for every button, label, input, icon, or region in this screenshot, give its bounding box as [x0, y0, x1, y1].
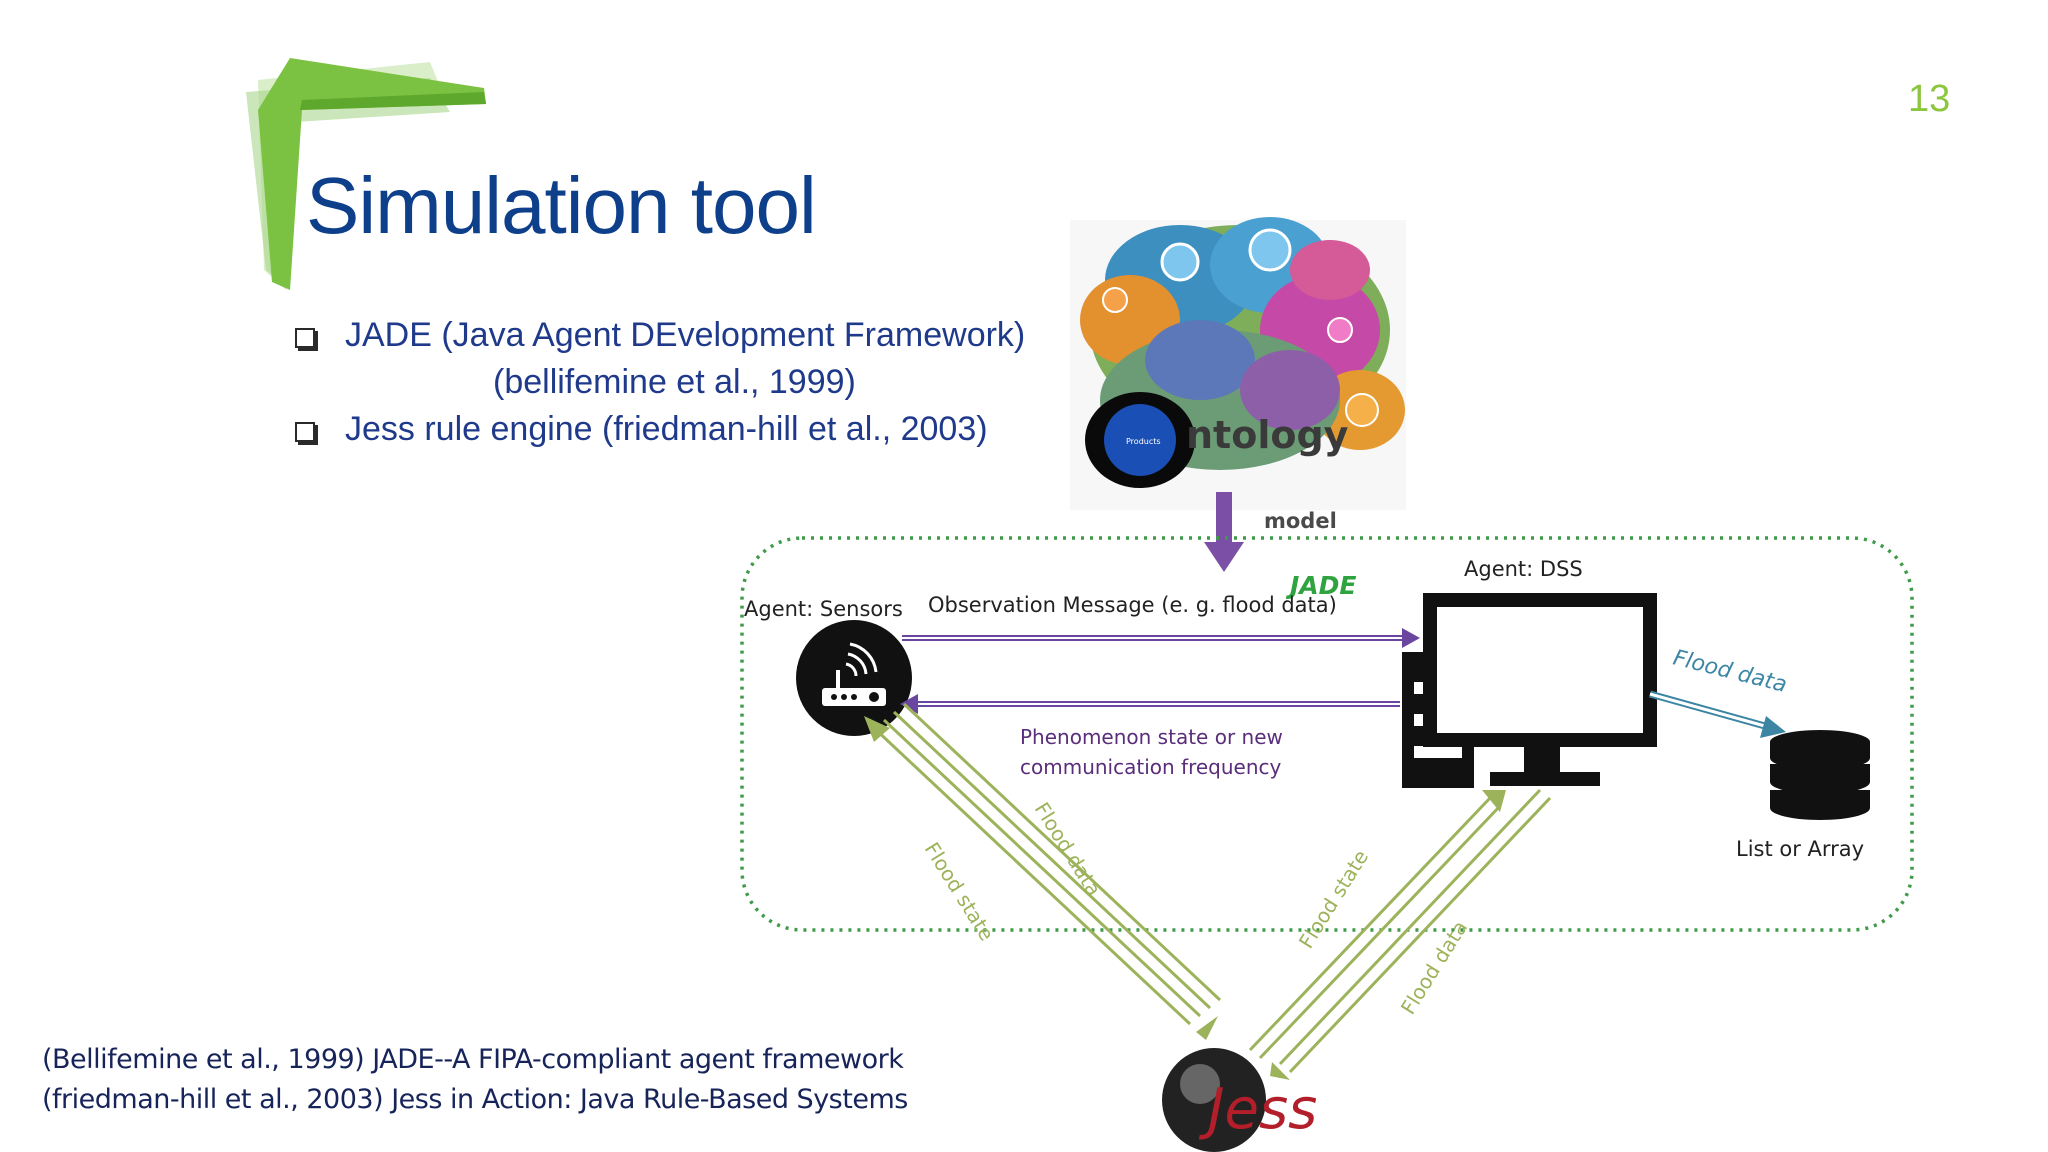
bullet-item-jade: JADE (Java Agent DEvelopment Framework)	[292, 312, 1082, 359]
jess-logo-text: Jess	[1198, 1077, 1317, 1142]
agent-sensors-label: Agent: Sensors	[744, 597, 903, 621]
agent-dss-label: Agent: DSS	[1464, 557, 1583, 581]
sensor-router-icon	[796, 620, 912, 736]
bullet-continuation: (bellifemine et al., 1999)	[292, 359, 1082, 406]
slide-title: Simulation tool	[306, 161, 817, 250]
bullet-list: JADE (Java Agent DEvelopment Framework) …	[292, 312, 1082, 453]
reference-item: (Bellifemine et al., 1999) JADE--A FIPA-…	[42, 1044, 904, 1075]
ontology-label: ntology	[1186, 413, 1349, 457]
reference-item: (friedman-hill et al., 2003) Jess in Act…	[42, 1084, 908, 1115]
model-label: model	[1264, 509, 1337, 533]
phenomenon-label-line2: communication frequency	[1020, 755, 1282, 779]
checkbox-bullet-icon	[295, 422, 315, 442]
dss-jess-arrows	[1248, 788, 1552, 1074]
jess-logo: Jess	[1162, 1048, 1317, 1152]
jade-label: JADE	[1285, 571, 1356, 600]
storage-label: List or Array	[1736, 837, 1864, 861]
dss-jess-flood-state-label: Flood state	[1294, 846, 1373, 953]
bullet-text: JADE (Java Agent DEvelopment Framework)	[345, 316, 1026, 354]
model-arrow-head	[1204, 542, 1244, 572]
bullet-text: Jess rule engine (friedman-hill et al., …	[345, 410, 988, 448]
observation-message-label: Observation Message (e. g. flood data)	[928, 593, 1337, 617]
jade-container	[740, 536, 1914, 932]
database-icon	[1770, 730, 1870, 820]
phenomenon-label-line1: Phenomenon state or new	[1020, 725, 1283, 749]
ontology-image: Products ntology	[1070, 217, 1406, 510]
references: (Bellifemine et al., 1999) JADE--A FIPA-…	[42, 1040, 908, 1120]
bullet-item-jess: Jess rule engine (friedman-hill et al., …	[292, 406, 1082, 453]
ontology-inner-label: Products	[1126, 437, 1161, 446]
page-number: 13	[1908, 78, 1951, 120]
checkbox-bullet-icon	[295, 328, 315, 348]
flood-data-storage-label: Flood data	[1671, 646, 1790, 698]
bullet-continuation-text: (bellifemine et al., 1999)	[493, 363, 856, 401]
computer-dss-icon	[1402, 593, 1657, 788]
sensor-jess-arrows	[872, 702, 1222, 1026]
model-arrow-shaft	[1216, 492, 1232, 544]
